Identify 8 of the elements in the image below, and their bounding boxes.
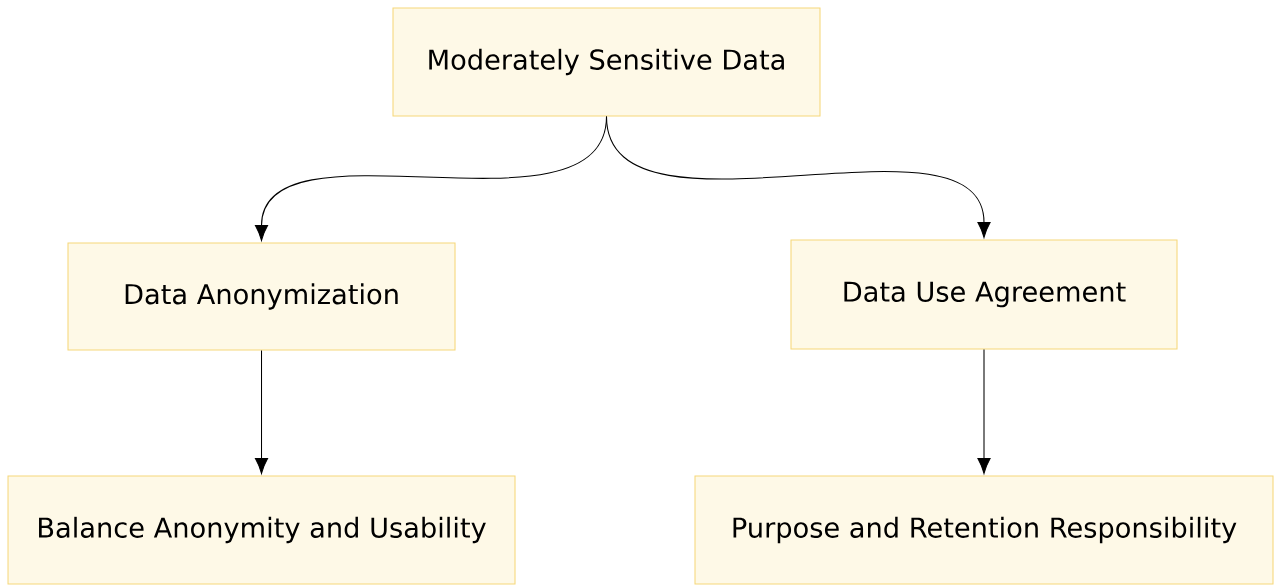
arrow [977, 349, 991, 474]
arrow [606, 116, 991, 238]
process-box: Data Use Agreement [790, 239, 1178, 350]
process-box: Data Anonymization [67, 242, 456, 351]
process-box: Purpose and Retention Responsibility [694, 475, 1274, 585]
arrow [254, 350, 269, 474]
process-box: Balance Anonymity and Usability [7, 475, 516, 585]
process-box: Moderately Sensitive Data [392, 7, 821, 117]
